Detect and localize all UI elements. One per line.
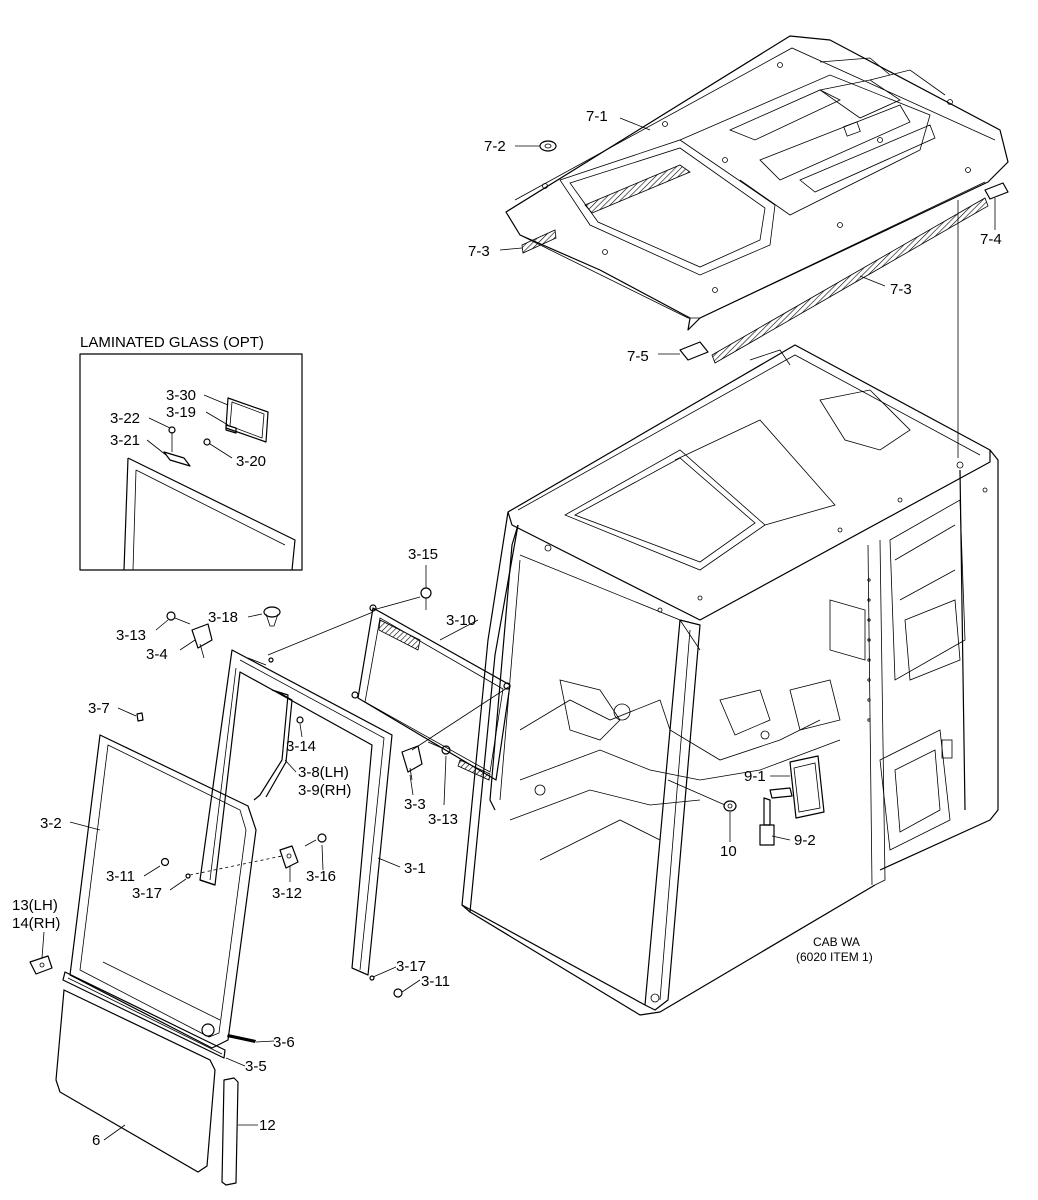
roof-seal-left [521,229,557,254]
knob-3-18 [263,606,281,627]
bolt-lower [427,741,451,755]
bolt-3-16 [304,833,327,847]
latch-lower [401,745,423,781]
callout-7-3-left: 7-3 [468,243,490,260]
laminated-glass-inset [79,353,303,571]
callout-3-20: 3-20 [236,453,266,470]
cab-note-line1: CAB WA [813,935,860,949]
callout-3-12: 3-12 [272,885,302,902]
callout-3-21: 3-21 [110,432,140,449]
callout-9-2: 9-2 [794,832,816,849]
callout-3-9: 3-9(RH) [298,782,351,799]
lower-glass-panel [55,989,216,1173]
mirror-washer [723,800,737,812]
callout-3-1: 3-1 [404,860,426,877]
callout-13: 13(LH) [12,897,58,914]
roof-pad-front [679,341,709,361]
callout-7-3-right: 7-3 [890,281,912,298]
hinge-bracket [279,845,299,869]
callout-3-5: 3-5 [245,1058,267,1075]
seal-3-5 [62,971,226,1059]
rearview-mirror [759,755,825,846]
callout-3-16: 3-16 [306,868,336,885]
door-guide [253,689,304,801]
bolt-upper [166,611,191,625]
callout-3-8: 3-8(LH) [298,764,349,781]
callout-3-17-upper: 3-17 [132,885,162,902]
callout-3-22: 3-22 [110,410,140,427]
callout-9-1: 9-1 [744,768,766,785]
callout-7-4: 7-4 [980,231,1002,248]
door-glass-lower [69,734,257,1049]
callout-leaders [41,117,996,1141]
callout-3-7: 3-7 [88,700,110,717]
callout-3-17-lower: 3-17 [396,958,426,975]
nut-upper [160,857,170,867]
door-frame [199,649,393,976]
callout-3-11-upper: 3-11 [106,868,135,885]
callout-3-18: 3-18 [208,609,238,626]
callout-3-19: 3-19 [166,404,196,421]
cab-frame [461,344,999,1016]
callout-3-3: 3-3 [404,796,426,813]
callout-7-5: 7-5 [627,348,649,365]
callout-3-13-upper: 3-13 [116,627,146,644]
callout-3-6: 3-6 [273,1034,295,1051]
roof-panel [505,35,1009,331]
washer-lower [369,975,375,981]
bolt-3-15 [420,587,432,610]
clip-3-7 [136,712,144,722]
door-catch [29,955,53,975]
roof-seal-right [711,197,989,364]
upper-door-glass [351,604,511,781]
cab-note-line2: (6020 ITEM 1) [796,950,873,964]
callout-3-10: 3-10 [446,612,476,629]
callout-3-13-lower: 3-13 [428,811,458,828]
callout-3-14: 3-14 [286,738,316,755]
roof-grommet [539,140,557,152]
callout-3-30: 3-30 [166,387,196,404]
callout-7-2: 7-2 [484,138,506,155]
nut-lower [393,988,403,998]
strip-12 [221,1077,239,1186]
callout-6: 6 [92,1132,100,1149]
callout-10: 10 [720,843,737,860]
callout-3-2: 3-2 [40,815,62,832]
callout-3-4: 3-4 [146,646,168,663]
latch-upper [191,623,213,659]
callout-12: 12 [259,1117,276,1134]
callout-3-15: 3-15 [408,546,438,563]
callout-7-1: 7-1 [586,108,608,125]
callout-3-11-lower: 3-11 [421,973,450,990]
callout-14: 14(RH) [12,915,60,932]
roof-pad-rear [984,182,1009,200]
inset-title: LAMINATED GLASS (OPT) [80,334,264,351]
washer-upper [185,873,191,879]
strip-3-6 [227,1034,256,1043]
